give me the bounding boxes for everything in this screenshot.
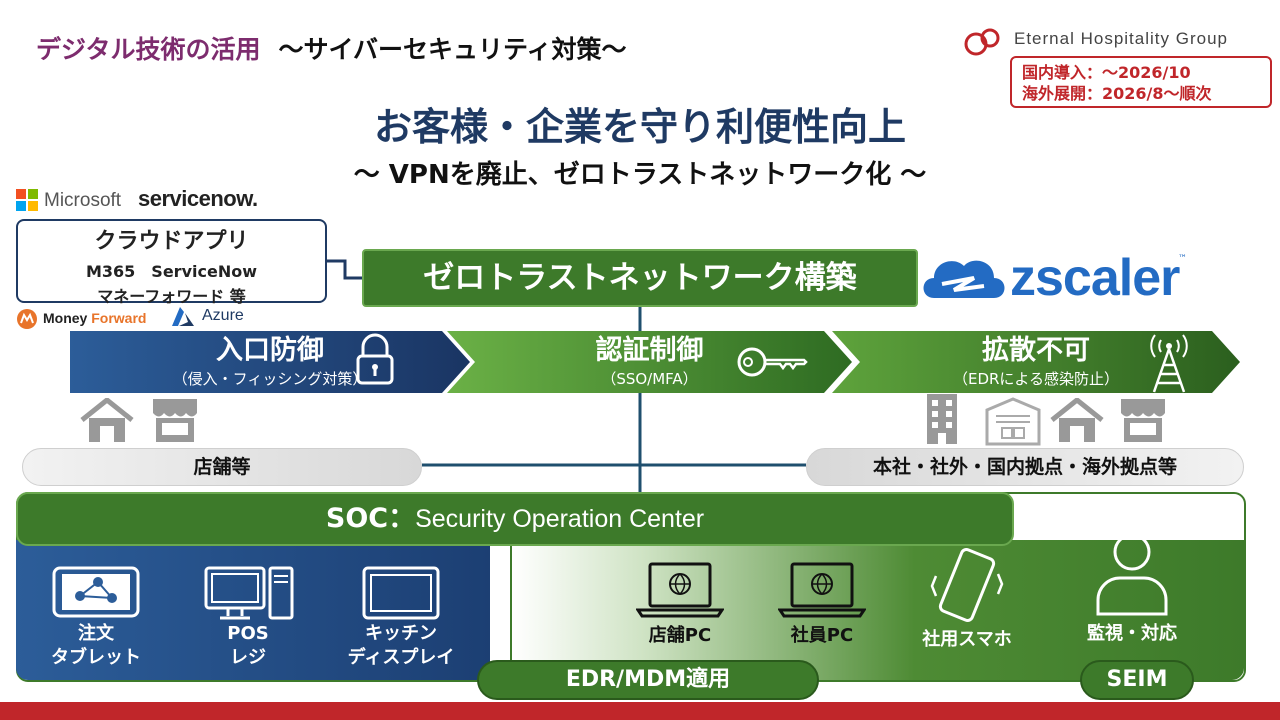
- page-subtitle: ～ VPNを廃止、ゼロトラストネットワーク化 ～: [353, 160, 927, 190]
- step-title: 認証制御: [595, 335, 704, 366]
- house-icon: [1050, 398, 1104, 442]
- pos-register-icon: [204, 566, 294, 620]
- staff-pc-icon: [778, 562, 866, 618]
- schedule-box: 国内導入：～2026/10 海外展開：2026/8～順次: [1010, 56, 1272, 108]
- kitchen-display-label: キッチン ディスプレイ: [347, 623, 455, 668]
- servicenow-logo-text: servicenow.: [138, 186, 258, 211]
- location-offices: 本社・社外・国内拠点・海外拠点等: [806, 448, 1244, 486]
- house-icon: [80, 398, 134, 442]
- money-forward-logo-text: Money Forward: [43, 310, 147, 326]
- tablet-label: 注文 タブレット: [51, 623, 141, 668]
- seim-badge: SEIM: [1080, 660, 1194, 700]
- kitchen-display-icon: [362, 566, 440, 620]
- step-title: 拡散不可: [982, 335, 1090, 366]
- cloud-apps-line1: M365 ServiceNow: [85, 262, 257, 281]
- section-title-sub: ～サイバーセキュリティ対策～: [278, 35, 627, 64]
- store-pc-label: 店舗PC: [648, 625, 712, 646]
- zero-trust-box: ゼロトラストネットワーク構築: [362, 249, 918, 307]
- zscaler-cloud-icon: [923, 260, 1005, 298]
- company-logo: Eternal Hospitality Group: [962, 26, 1262, 56]
- lock-icon: [356, 333, 394, 385]
- company-logo-icon: [964, 28, 1000, 56]
- soc-header: SOC：Security Operation Center: [16, 492, 1014, 546]
- warehouse-icon: [985, 397, 1041, 446]
- step-auth-control: 認証制御 （SSO/MFA）: [447, 331, 852, 393]
- pos-label: POS レジ: [227, 623, 269, 668]
- section-title-main: デジタル技術の活用: [36, 35, 261, 64]
- company-name: Eternal Hospitality Group: [1014, 29, 1228, 48]
- location-stores: 店舗等: [22, 448, 422, 486]
- step-subtitle: （EDRによる感染防止）: [952, 370, 1119, 388]
- storefront-icon: [153, 399, 197, 442]
- step-title: 入口防御: [216, 335, 324, 366]
- storefront-icon: [1121, 399, 1165, 442]
- zscaler-logo-text: zscaler: [1010, 249, 1180, 307]
- edr-mdm-badge: EDR/MDM適用: [477, 660, 819, 700]
- smartphone-label: 社用スマホ: [922, 629, 1012, 650]
- zscaler-logo: zscaler ™: [918, 248, 1198, 310]
- tablet-icon: [52, 566, 140, 618]
- monitoring-label: 監視・対応: [1087, 623, 1177, 644]
- page-title: お客様・企業を守り利便性向上: [373, 105, 906, 149]
- money-forward-icon: [17, 309, 37, 329]
- cloud-apps-line2: マネーフォワード 等: [97, 287, 246, 306]
- key-icon: [737, 347, 808, 377]
- building-icon: [927, 394, 957, 444]
- smartphone-icon: [930, 548, 1004, 622]
- person-icon: [1096, 533, 1168, 616]
- cloud-apps-box: クラウドアプリ M365 ServiceNow マネーフォワード 等: [16, 219, 327, 306]
- section-title: デジタル技術の活用 ～サイバーセキュリティ対策～: [36, 30, 627, 66]
- microsoft-icon: [16, 189, 38, 211]
- antenna-icon: [1150, 334, 1188, 393]
- step-entry-defense: 入口防御 （侵入・フィッシング対策）: [70, 331, 470, 393]
- step-subtitle: （SSO/MFA）: [601, 370, 698, 388]
- footer-bar: [0, 702, 1280, 720]
- cloud-apps-title: クラウドアプリ: [94, 229, 249, 254]
- step-subtitle: （侵入・フィッシング対策）: [172, 370, 368, 388]
- azure-icon: [172, 307, 194, 326]
- microsoft-logo-text: Microsoft: [44, 190, 122, 211]
- azure-logo-text: Azure: [202, 307, 244, 324]
- staff-pc-label: 社員PC: [790, 625, 854, 646]
- store-pc-icon: [636, 562, 724, 618]
- overseas-schedule: 海外展開：2026/8～順次: [1022, 84, 1212, 103]
- domestic-schedule: 国内導入：～2026/10: [1022, 63, 1191, 82]
- staff-devices-panel: [510, 540, 1244, 680]
